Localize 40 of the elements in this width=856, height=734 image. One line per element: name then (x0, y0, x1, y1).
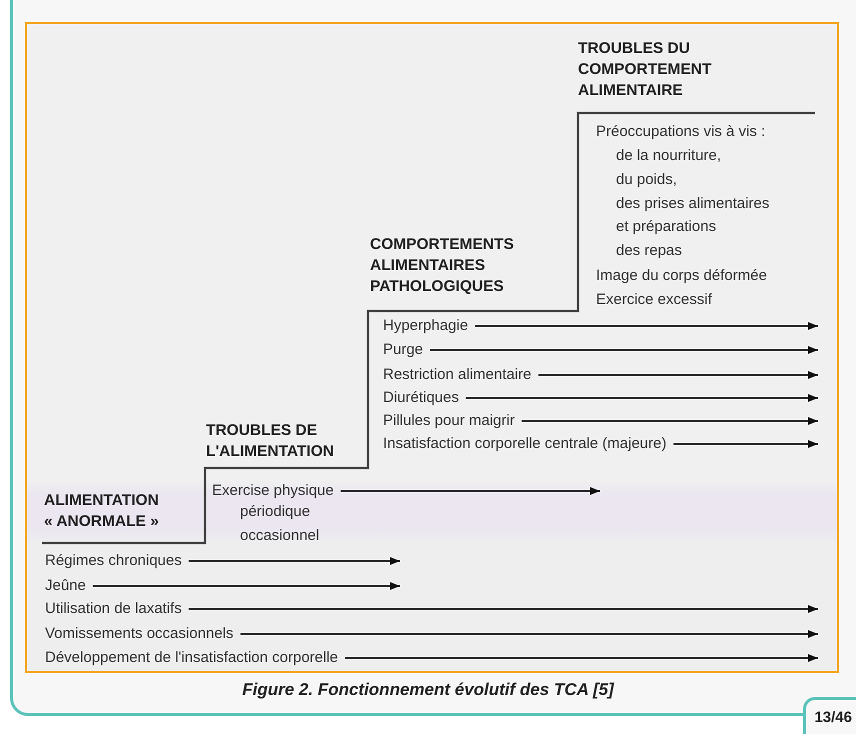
item-text: Restriction alimentaire (383, 366, 532, 384)
figure-caption: Figure 2. Fonctionnement évolutif des TCA [5] (241, 680, 616, 700)
item-text: Vomissements occasionnels (45, 625, 234, 643)
item-text: Purge (383, 341, 424, 359)
arrow (538, 371, 818, 379)
arrow (92, 582, 400, 590)
arrow (522, 417, 818, 425)
step-heading: COMPORTEMENTS ALIMENTAIRES PATHOLOGIQUES (370, 235, 515, 297)
item-text: du poids, (616, 171, 677, 189)
arrow (475, 322, 818, 330)
item-text: et préparations (616, 218, 716, 236)
page-number: 13/46 (803, 697, 856, 734)
item-text: des prises alimentaires (616, 195, 770, 213)
step-heading: ALIMENTATION « ANORMALE » (44, 491, 160, 532)
item-text: Pillules pour maigrir (383, 412, 515, 430)
item-text: des repas (616, 242, 682, 260)
arrow (430, 346, 818, 354)
item-text: Utilisation de laxatifs (45, 600, 182, 618)
item-text: Hyperphagie (383, 317, 468, 335)
arrow (345, 654, 818, 662)
item-text: Exercice excessif (596, 291, 712, 309)
arrow (673, 440, 818, 448)
step-heading: TROUBLES DE L'ALIMENTATION (206, 421, 335, 462)
item-text: Exercise physique (212, 482, 334, 500)
item-text: occasionnel (240, 527, 320, 545)
arrow (188, 557, 400, 565)
item-text: Développement de l'insatisfaction corporelle (45, 649, 338, 667)
step-heading: TROUBLES DU COMPORTEMENT ALIMENTAIRE (578, 39, 712, 101)
item-text: Diurétiques (383, 389, 459, 407)
item-text: Jeûne (45, 577, 86, 595)
item-text: Insatisfaction corporelle centrale (majeure) (383, 435, 666, 453)
item-text: Image du corps déformée (596, 267, 767, 285)
arrow (340, 487, 600, 495)
arrow (466, 394, 818, 402)
arrow (240, 630, 818, 638)
item-text: Régimes chroniques (45, 552, 182, 570)
item-text: de la nourriture, (616, 147, 722, 165)
item-text: Préoccupations vis à vis : (596, 123, 766, 141)
item-text: périodique (240, 503, 310, 521)
arrow (188, 605, 818, 613)
